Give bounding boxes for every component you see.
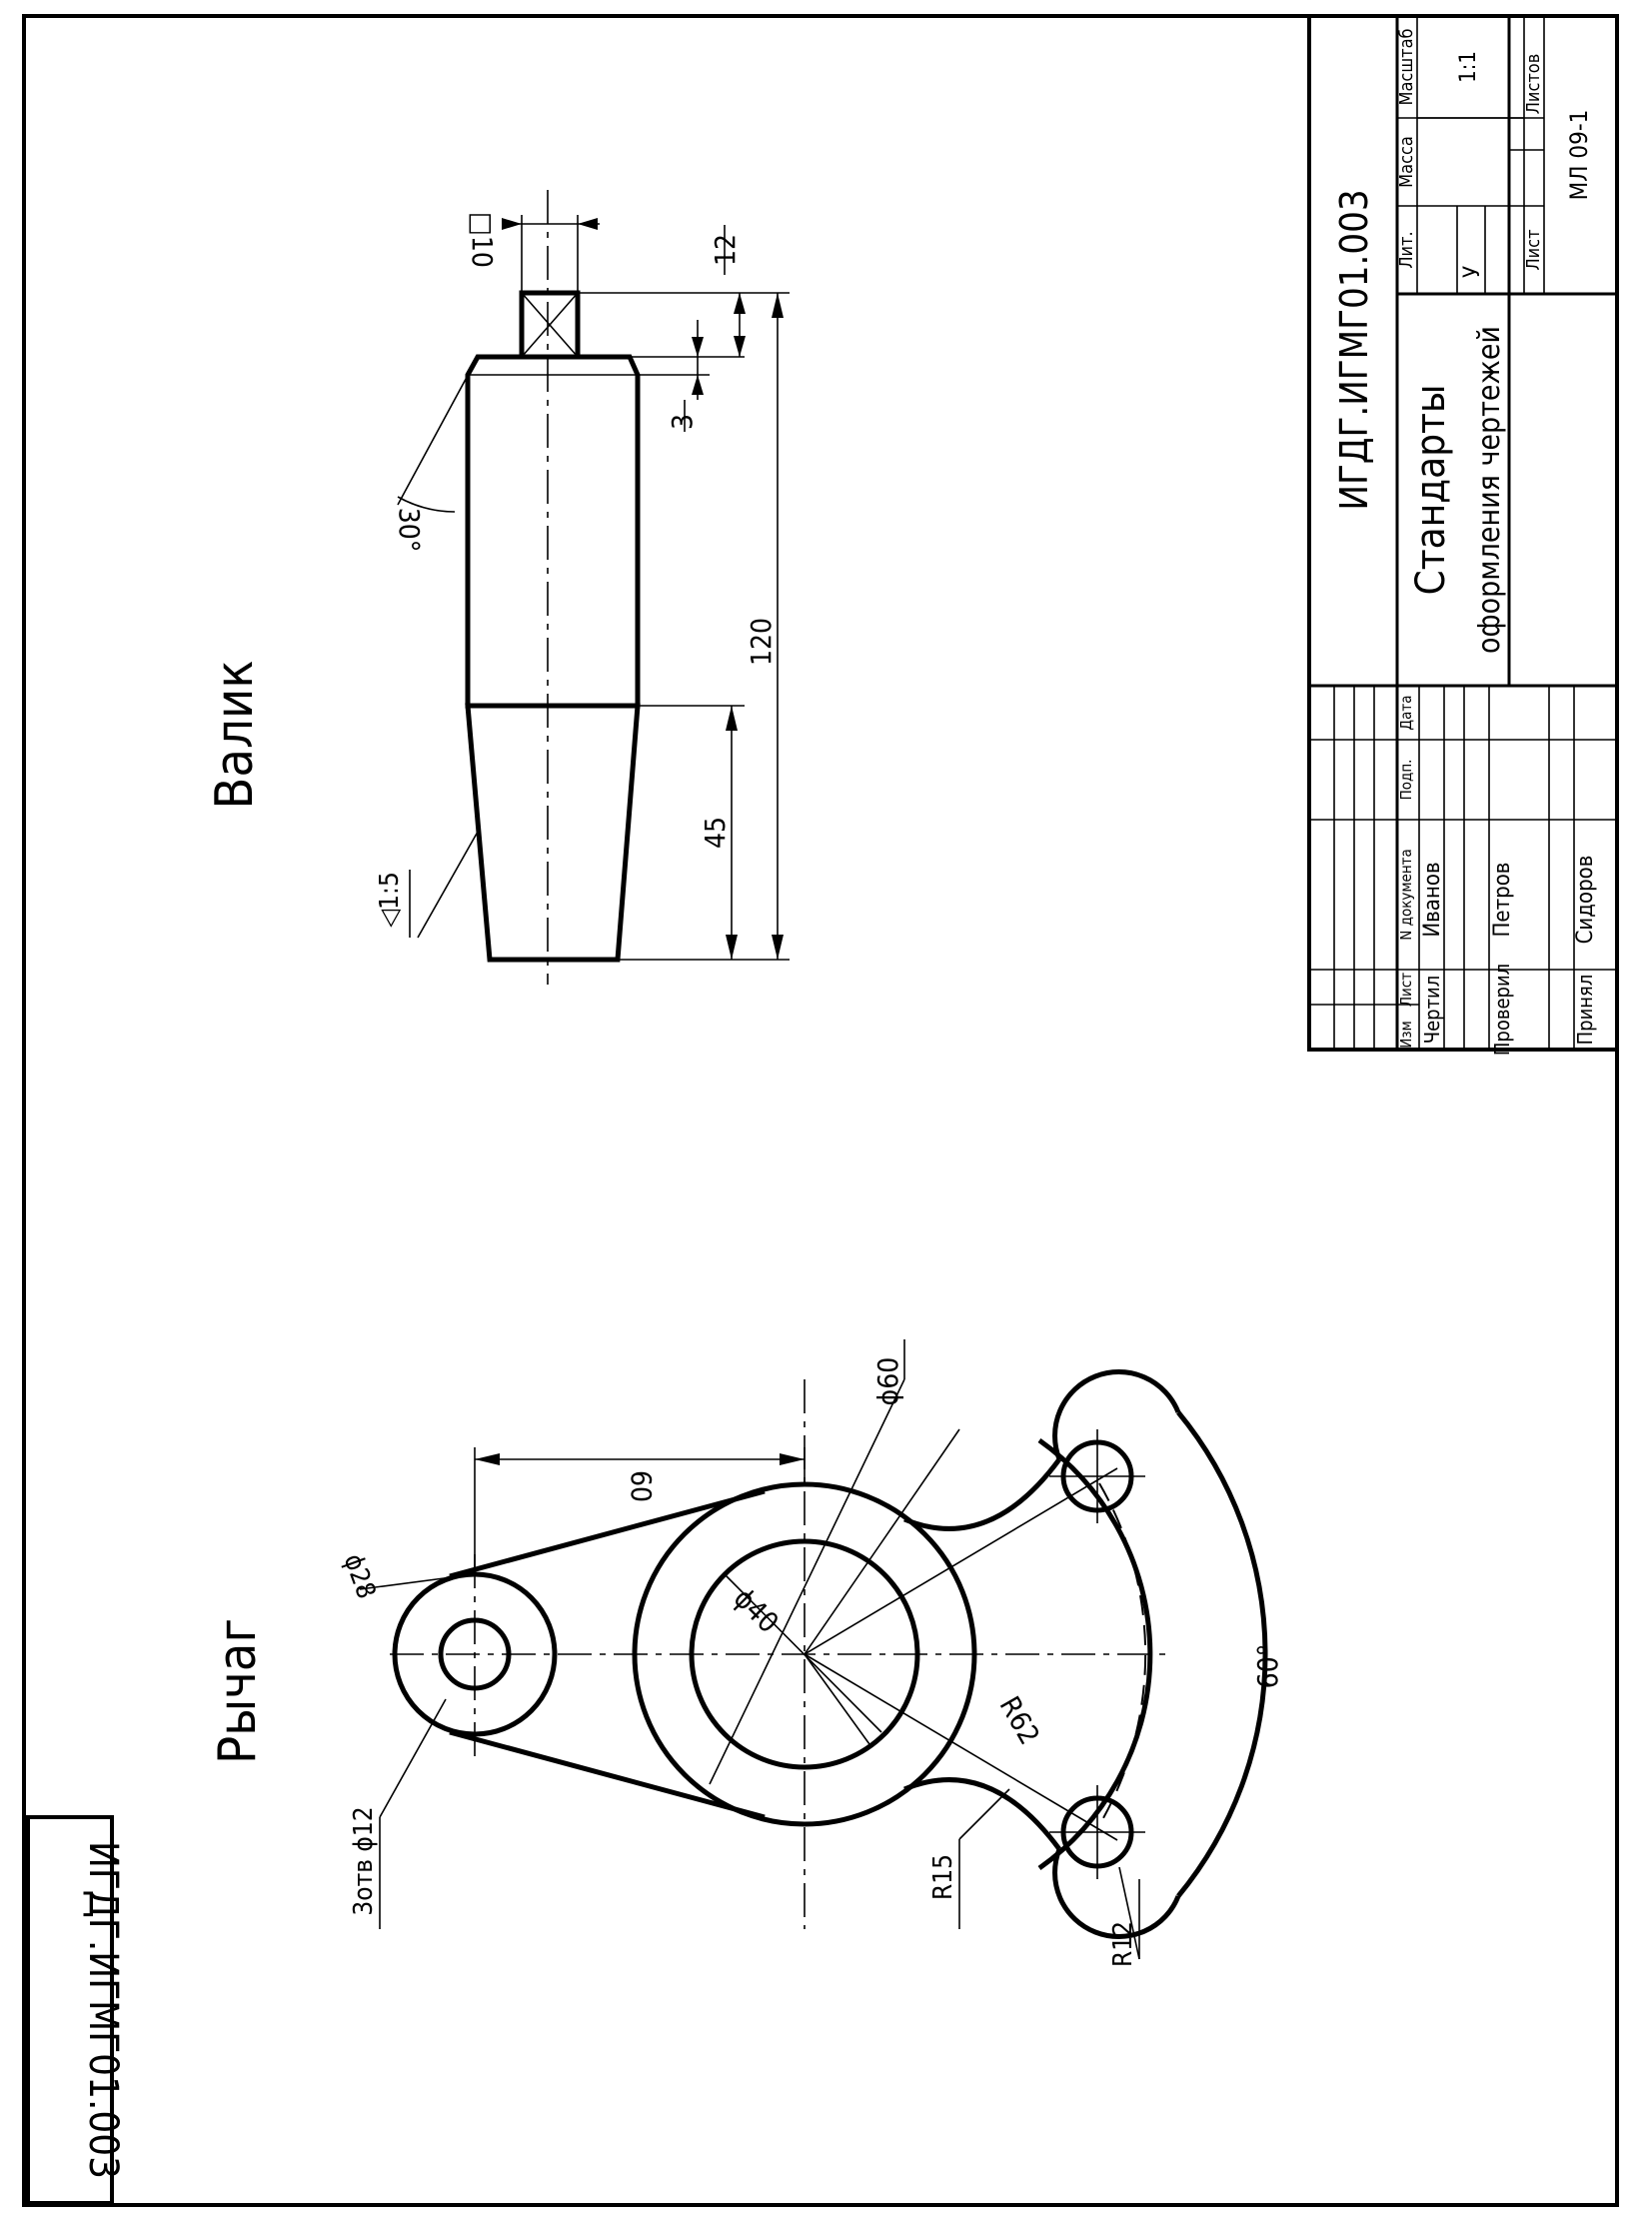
rychag-dim-holes: 3отв ϕ12 — [349, 1806, 379, 1915]
rychag-small-hole — [438, 1617, 512, 1691]
title-block-role-2: Проверил — [1490, 964, 1514, 1056]
title-block-role-1: Чертил — [1420, 976, 1444, 1045]
title-block-org: МЛ 09-1 — [1565, 110, 1593, 201]
corner-code-box: ИГДГ.ИГМГ01.003 — [26, 1815, 126, 2205]
title-block-hdr-date: Дата — [1397, 696, 1415, 731]
valik-view: Валик 120 45 12 — [205, 190, 790, 985]
corner-code-text: ИГДГ.ИГМГ01.003 — [80, 1841, 126, 2179]
title-block-col-lit: Лит. — [1396, 231, 1417, 268]
rychag-title: Рычаг — [208, 1618, 268, 1764]
valik-dim-3: 3 — [666, 414, 699, 430]
title-block-name-2: оформления чертежей — [1472, 326, 1507, 654]
title-block-name-role-2: Петров — [1490, 863, 1515, 938]
rychag-curved-arm — [1037, 1437, 1153, 1871]
title-block-name-role-1: Иванов — [1420, 862, 1445, 937]
rychag-pcd-arc — [1098, 1482, 1147, 1826]
rychag-dim-r12: R12 — [1108, 1921, 1138, 1967]
title-block-hdr-izm: Изм — [1397, 1021, 1415, 1048]
title-block-hdr-doc: N документа — [1397, 849, 1415, 941]
title-block-hdr-sign: Подп. — [1397, 760, 1415, 801]
title-block-doc-code: ИГДГ.ИГМГ01.003 — [1332, 189, 1376, 510]
valik-dim-angle: 30° — [393, 508, 426, 553]
title-block-lit-value: У — [1460, 266, 1485, 278]
title-block-col-sheet: Лист — [1523, 229, 1544, 270]
rychag-dim-angle: 60° — [1251, 1644, 1284, 1689]
title-block-hdr-list: Лист — [1397, 973, 1415, 1007]
title-block-col-scale: Масштаб — [1396, 29, 1417, 106]
title-block-name-role-3: Сидоров — [1573, 856, 1598, 945]
valik-dim-120: 120 — [745, 618, 778, 666]
rychag-dim-d60: ϕ60 — [871, 1357, 904, 1406]
rychag-boss-inner — [689, 1538, 920, 1770]
title-block-role-3: Принял — [1573, 975, 1597, 1046]
sheet-frame — [22, 14, 1619, 2207]
valik-dim-45: 45 — [699, 817, 732, 849]
title-block-scale-value: 1:1 — [1456, 51, 1481, 83]
title-block: Лит. Масса Масштаб У 1:1 Лист Листов МЛ … — [1307, 14, 1619, 1056]
title-block-col-sheets: Листов — [1523, 54, 1544, 115]
valik-taper-symbol: ◁1:5 — [375, 872, 405, 928]
title-block-col-mass: Масса — [1396, 136, 1417, 188]
rychag-dim-60: 60 — [625, 1470, 658, 1502]
rychag-dim-r15: R15 — [928, 1854, 958, 1900]
title-block-name-1: Стандарты — [1408, 385, 1454, 596]
valik-title: Валик — [205, 660, 265, 809]
valik-dim-square: □10 — [466, 212, 499, 268]
valik-dim-12: 12 — [709, 234, 742, 266]
